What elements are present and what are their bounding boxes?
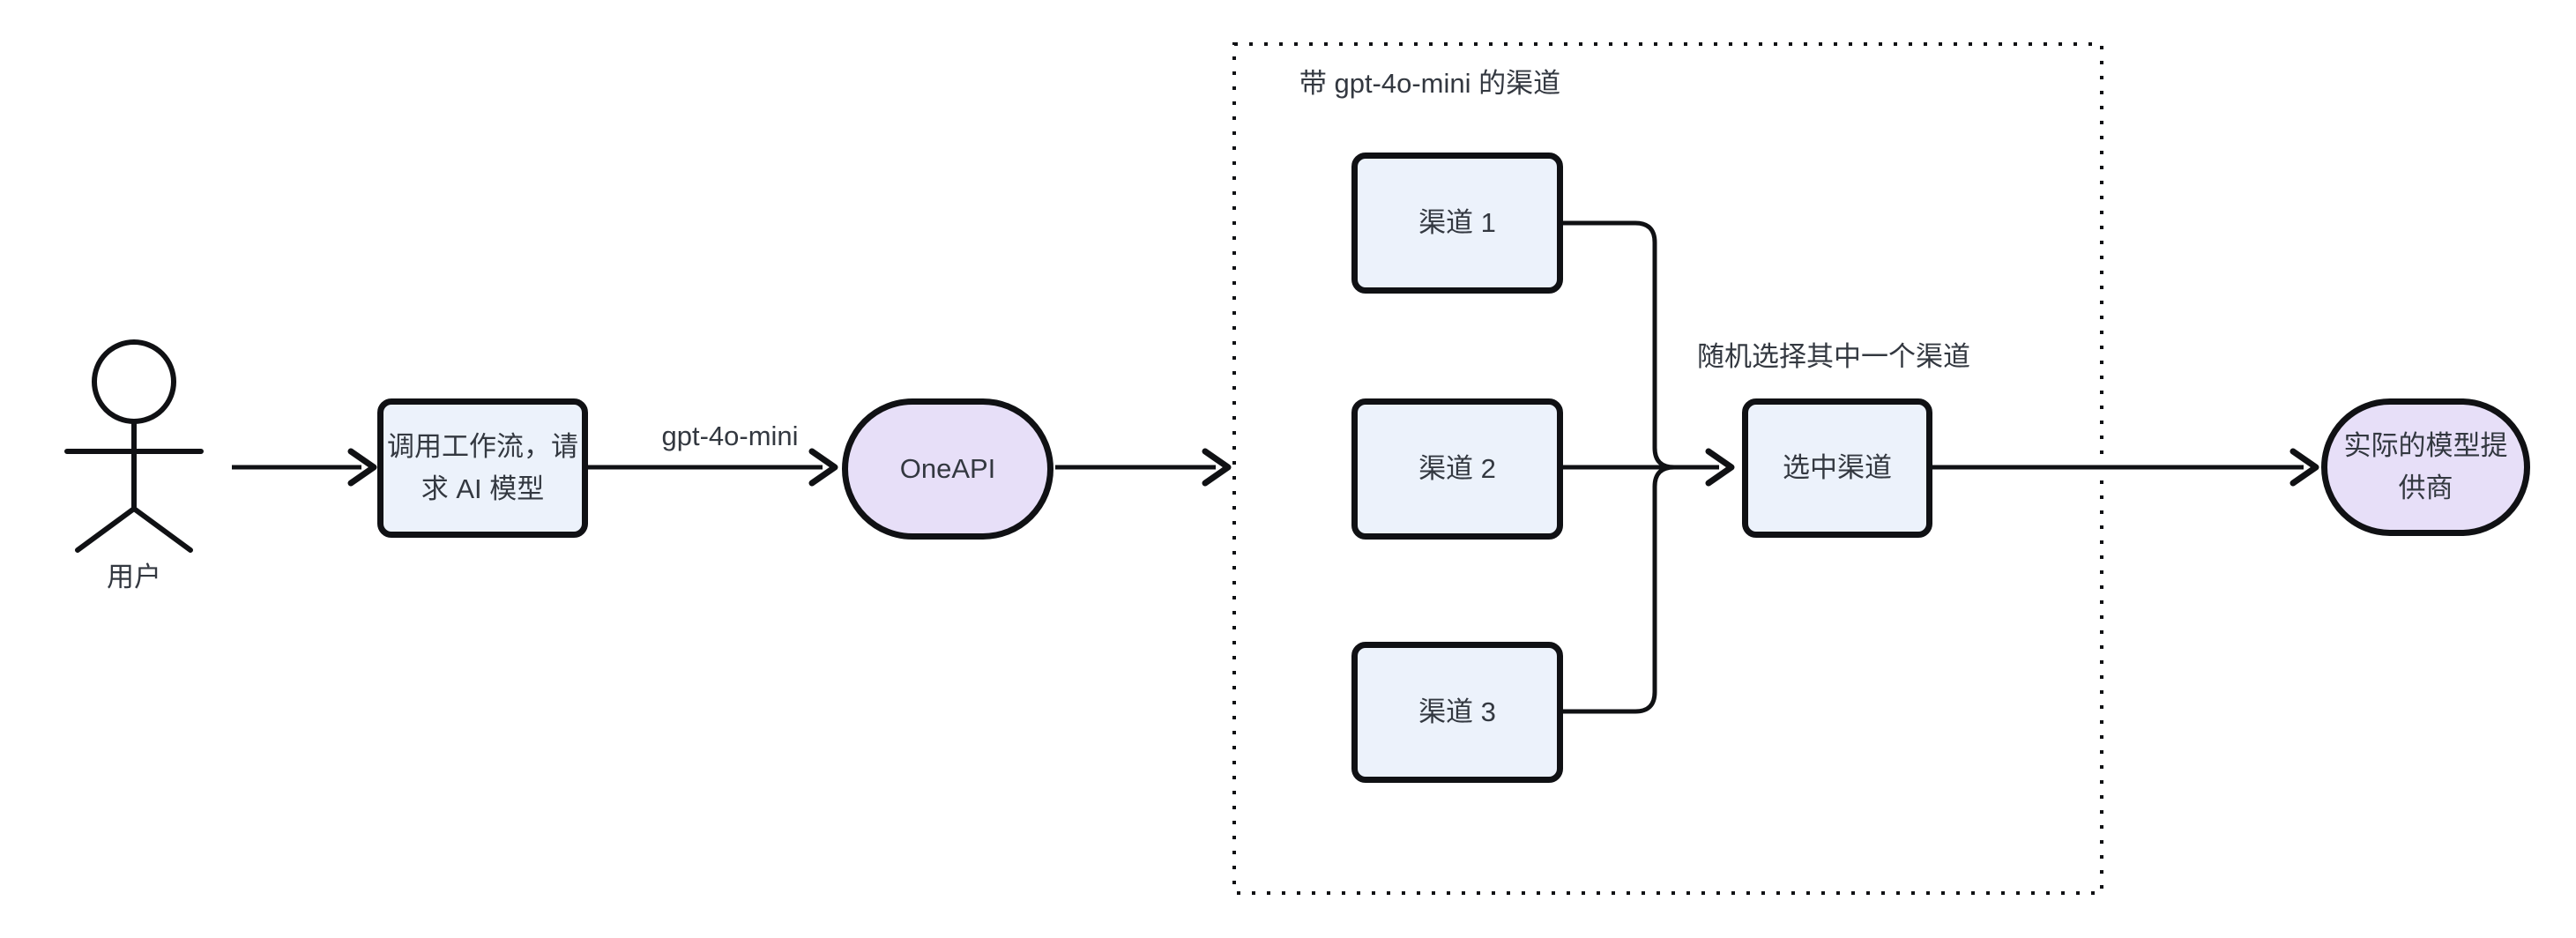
node-workflow-line1: 调用工作流，请	[387, 431, 578, 462]
node-selected-channel: 选中渠道	[1742, 398, 1932, 538]
node-workflow: 调用工作流，请 求 AI 模型	[377, 398, 588, 538]
node-selected-channel-label: 选中渠道	[1783, 452, 1892, 483]
node-channel2-label: 渠道 2	[1418, 453, 1496, 484]
actor-label: 用户	[103, 561, 165, 594]
actor-head	[92, 339, 176, 424]
actor-figure	[64, 339, 204, 553]
edge-channel3-to-junction	[1563, 465, 1675, 714]
node-provider: 实际的模型提 供商	[2321, 398, 2530, 536]
node-oneapi-label: OneAPI	[899, 453, 996, 484]
edge-label-random-pick: 随机选择其中一个渠道	[1694, 340, 1974, 374]
node-channel1-label: 渠道 1	[1418, 207, 1496, 238]
actor-body	[64, 419, 204, 553]
node-oneapi: OneAPI	[842, 398, 1053, 540]
arrowhead-workflow-to-oneapi	[808, 448, 838, 487]
arrowhead-selected-to-provider	[2289, 448, 2319, 487]
node-provider-line2: 供商	[2398, 473, 2453, 503]
node-workflow-line2: 求 AI 模型	[421, 473, 545, 504]
node-channel3: 渠道 3	[1351, 642, 1563, 783]
edge-channel1-to-junction	[1563, 220, 1675, 470]
edge-label-model: gpt-4o-mini	[658, 420, 802, 453]
arrowhead-user-to-workflow	[347, 448, 377, 487]
node-channel3-label: 渠道 3	[1418, 696, 1496, 727]
node-channel1: 渠道 1	[1351, 153, 1563, 294]
node-provider-line1: 实际的模型提	[2343, 430, 2508, 461]
subgraph-title: 带 gpt-4o-mini 的渠道	[1299, 68, 1561, 99]
node-channel2: 渠道 2	[1351, 398, 1563, 540]
arrowhead-oneapi-to-subgraph	[1202, 448, 1232, 487]
arrowhead-junction-to-selected	[1705, 448, 1735, 487]
